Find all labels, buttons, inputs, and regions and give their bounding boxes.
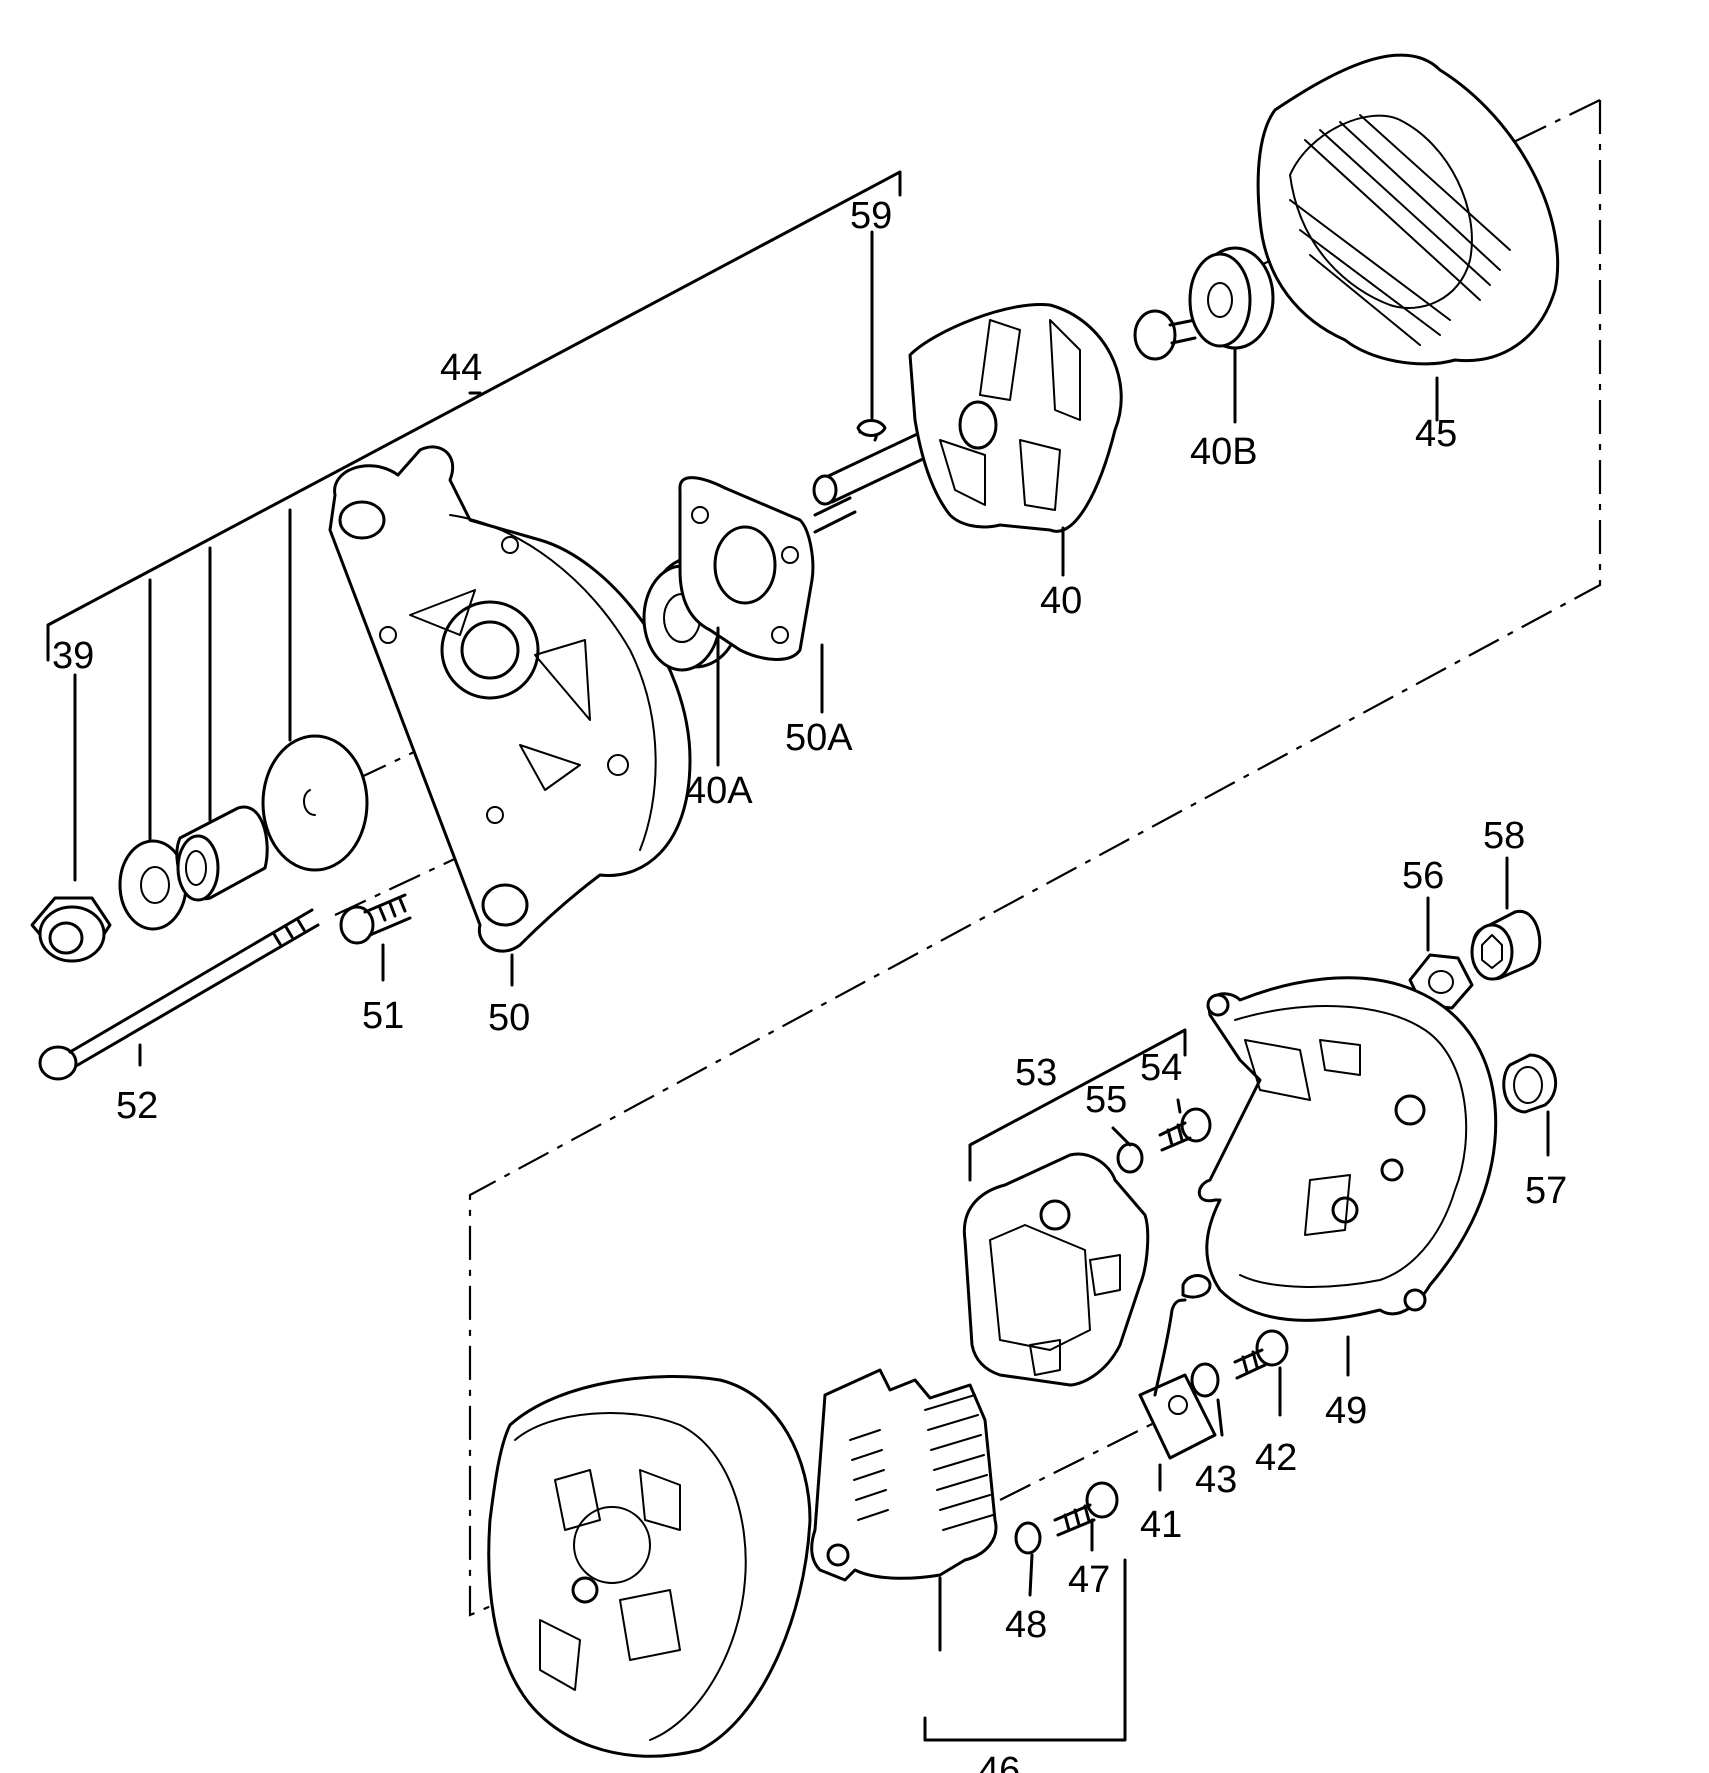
label-40: 40 [1040,580,1082,622]
label-53: 53 [1015,1052,1057,1094]
part-50-housing [328,445,692,953]
label-50A: 50A [785,717,853,759]
label-54: 54 [1140,1047,1182,1089]
bracket-53 [968,1028,1187,1182]
part-41-regulator [1138,1274,1217,1460]
part-labels: 39 40 40A 40B 41 42 43 44 45 46 47 48 49… [52,195,1567,1773]
label-46: 46 [978,1750,1020,1773]
label-55: 55 [1085,1079,1127,1121]
bracket-46 [923,1558,1127,1742]
bracket-44 [46,170,902,662]
part-57-nut [1502,1053,1558,1114]
label-52: 52 [116,1085,158,1127]
part-fan-disk [261,734,369,872]
label-59: 59 [850,195,892,237]
label-47: 47 [1068,1559,1110,1601]
part-43-washer [1190,1362,1220,1398]
part-55-washer [1116,1142,1144,1174]
label-39: 39 [52,635,94,677]
part-50A-plate [678,476,815,661]
part-58-sleeve [1470,910,1542,981]
part-51-screw [339,893,412,945]
part-59-key [856,419,887,437]
part-47-screw [1053,1481,1119,1537]
part-53-brush-holder [962,1152,1150,1387]
label-51: 51 [362,995,404,1037]
part-40B-bearing [1188,246,1275,350]
part-45-stator [1256,53,1560,366]
part-39-nut [30,896,112,963]
label-56: 56 [1402,855,1444,897]
part-52-bolt [38,908,320,1081]
label-40B: 40B [1190,431,1258,473]
part-54-screw [1158,1107,1212,1152]
part-48-washer [1014,1521,1042,1555]
label-43: 43 [1195,1459,1237,1501]
label-48: 48 [1005,1604,1047,1646]
label-40A: 40A [685,770,753,812]
part-40-rotor [812,302,1197,534]
part-42-screw [1233,1329,1289,1380]
part-49-cover [1197,976,1498,1322]
label-44: 44 [440,347,482,389]
label-45: 45 [1415,413,1457,455]
part-46-rectifier [810,1368,998,1582]
label-50: 50 [488,997,530,1039]
label-57: 57 [1525,1170,1567,1212]
part-sleeve [175,805,269,902]
label-58: 58 [1483,815,1525,857]
label-42: 42 [1255,1437,1297,1479]
leader-lines [73,230,1550,1652]
part-slip-ring-housing [487,1374,812,1758]
label-41: 41 [1140,1504,1182,1546]
label-49: 49 [1325,1390,1367,1432]
